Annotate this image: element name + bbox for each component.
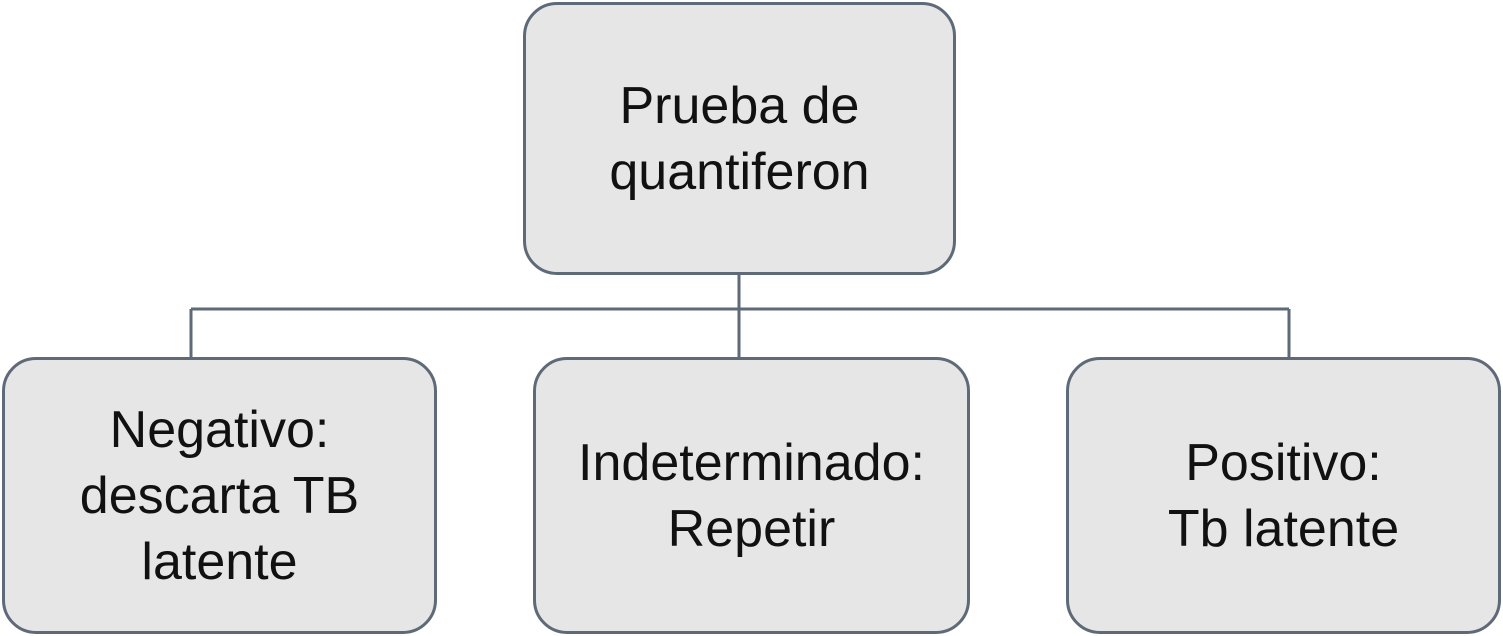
child-node-positive-label: Positivo: Tb latente: [1167, 433, 1400, 558]
root-node-quantiferon-test: Prueba de quantiferon: [523, 2, 956, 275]
root-node-label: Prueba de quantiferon: [609, 76, 870, 201]
child-node-negative-label: Negativo: descarta TB latente: [79, 400, 360, 591]
child-node-indeterminate-label: Indeterminado: Repetir: [578, 433, 925, 558]
child-node-negative: Negativo: descarta TB latente: [2, 357, 437, 634]
child-node-indeterminate: Indeterminado: Repetir: [533, 357, 970, 634]
child-node-positive: Positivo: Tb latente: [1066, 357, 1501, 634]
